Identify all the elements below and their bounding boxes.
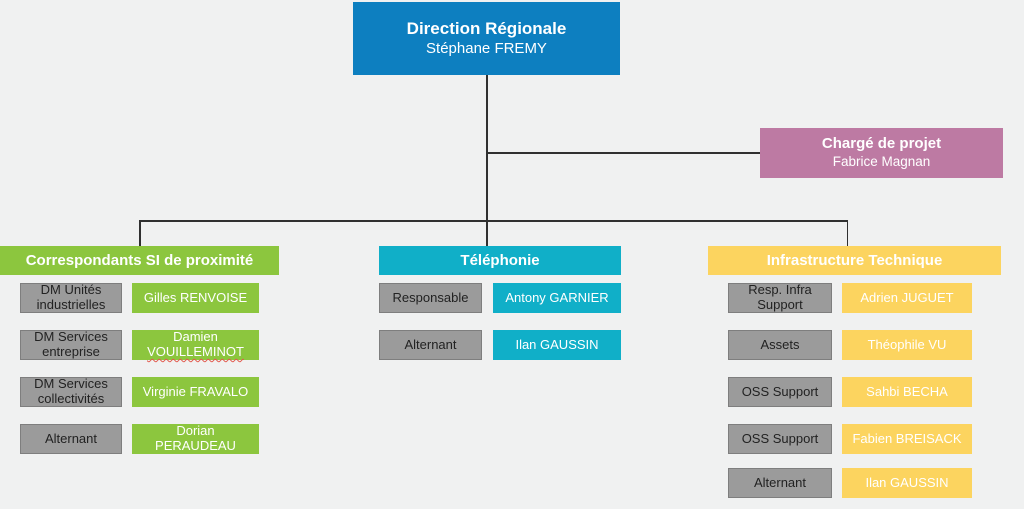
column-header-correspondants-si: Correspondants SI de proximité <box>0 246 279 275</box>
role-box: DM Services entreprise <box>20 330 122 360</box>
name-box: Ilan GAUSSIN <box>842 468 972 498</box>
name-box: Damien VOUILLEMINOT <box>132 330 259 360</box>
name-box: Antony GARNIER <box>493 283 621 313</box>
org-node-charge-de-projet: Chargé de projet Fabrice Magnan <box>760 128 1003 178</box>
name-box: Ilan GAUSSIN <box>493 330 621 360</box>
role-box: Alternant <box>20 424 122 454</box>
column-header-telephonie: Téléphonie <box>379 246 621 275</box>
name-box: Sahbi BECHA <box>842 377 972 407</box>
role-box: OSS Support <box>728 424 832 454</box>
staff-title: Chargé de projet <box>821 135 942 153</box>
name-box: Gilles RENVOISE <box>132 283 259 313</box>
role-box: DM Services collectivités <box>20 377 122 407</box>
root-person-name: Stéphane FREMY <box>426 40 547 58</box>
role-box: Alternant <box>379 330 482 360</box>
connector-right-drop <box>846 220 848 246</box>
column-header-infrastructure-technique: Infrastructure Technique <box>708 246 1001 275</box>
name-line-spellcheck: VOUILLEMINOT <box>147 344 244 359</box>
connector-staff-horizontal <box>487 152 760 154</box>
connector-left-drop <box>139 220 141 246</box>
name-box: Dorian PERAUDEAU <box>132 424 259 454</box>
role-box: Resp. Infra Support <box>728 283 832 313</box>
name-box: Fabien BREISACK <box>842 424 972 454</box>
name-box: Virginie FRAVALO <box>132 377 259 407</box>
connector-main-horizontal <box>139 220 848 222</box>
role-box: Alternant <box>728 468 832 498</box>
name-line: Damien <box>173 329 218 345</box>
name-box: Adrien JUGUET <box>842 283 972 313</box>
root-title: Direction Régionale <box>406 19 567 39</box>
name-line: Dorian <box>176 423 215 439</box>
role-box: DM Unités industrielles <box>20 283 122 313</box>
connector-root-vertical <box>486 75 488 246</box>
role-box: OSS Support <box>728 377 832 407</box>
org-node-direction-regionale: Direction Régionale Stéphane FREMY <box>353 2 620 75</box>
name-line: PERAUDEAU <box>155 438 236 453</box>
staff-person-name: Fabrice Magnan <box>832 153 931 169</box>
name-box: Théophile VU <box>842 330 972 360</box>
role-box: Assets <box>728 330 832 360</box>
role-box: Responsable <box>379 283 482 313</box>
